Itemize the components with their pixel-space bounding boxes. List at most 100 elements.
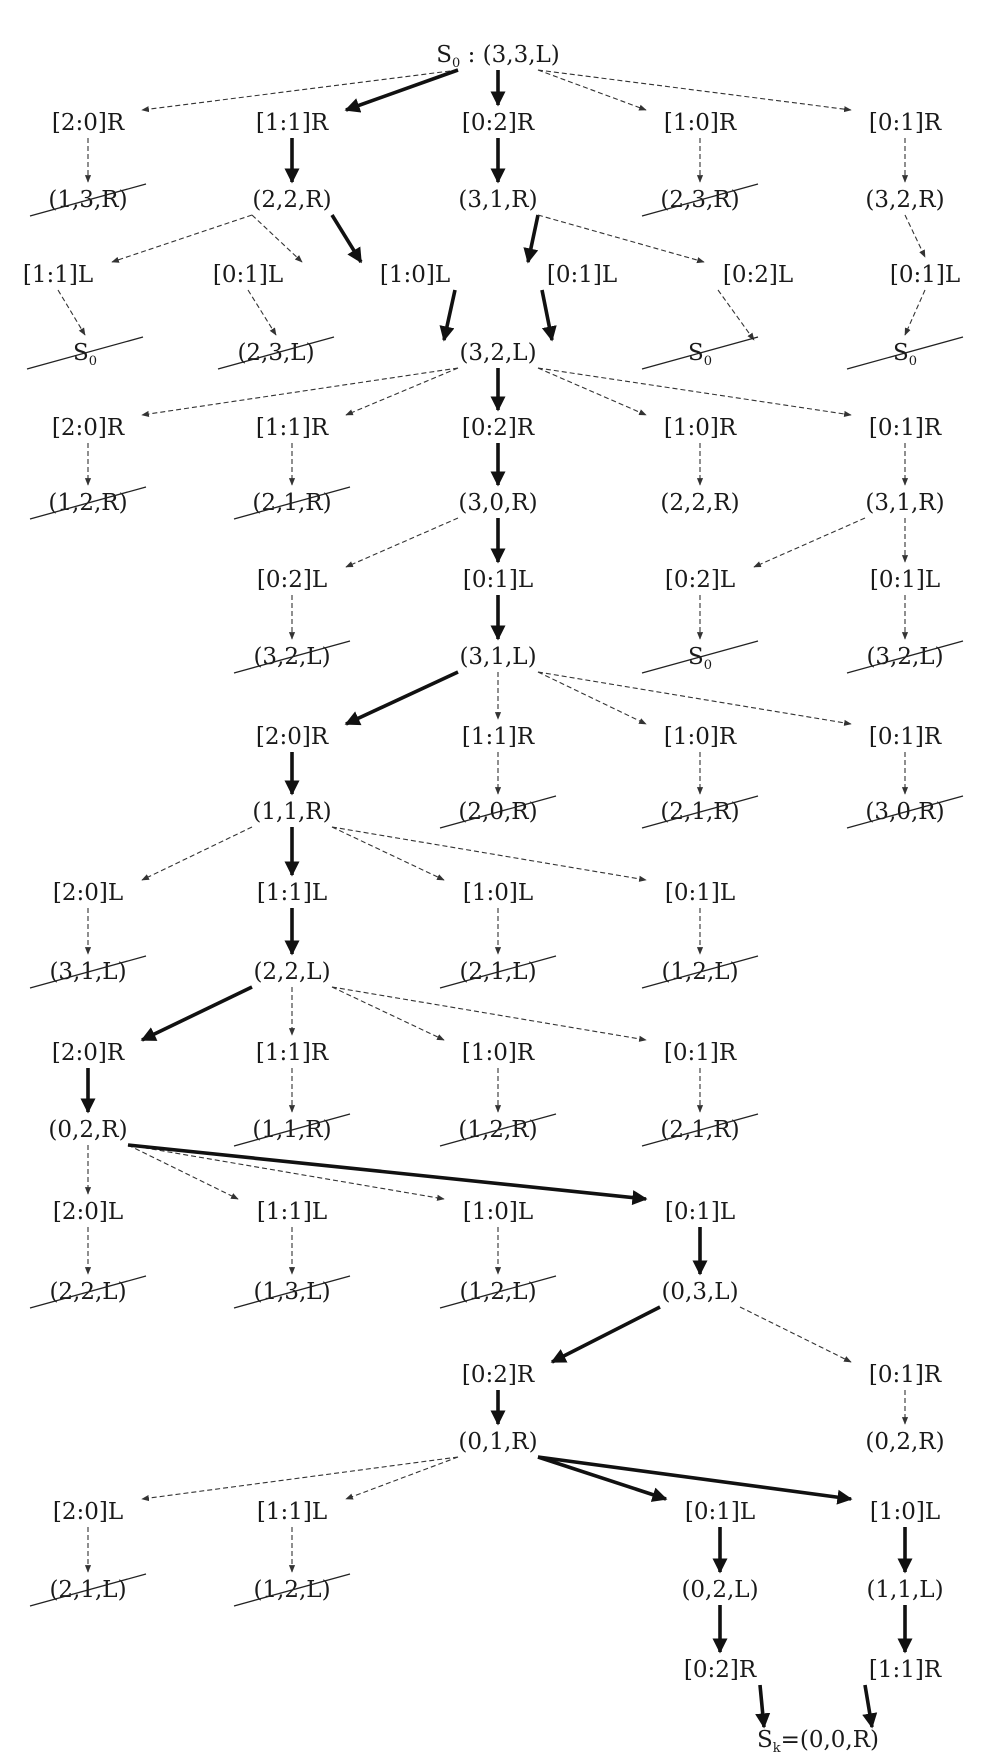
state-label: (3,2,L) xyxy=(459,340,536,366)
state-label: (0,2,R) xyxy=(48,1117,127,1143)
node-l3: (2,1,L) xyxy=(439,955,557,989)
move-label: [1:0]R xyxy=(462,1040,535,1066)
move-label: [0:1]R xyxy=(664,1040,737,1066)
node-f3: (3,0,R) xyxy=(458,490,537,516)
node-r1: (0,1,R) xyxy=(458,1429,537,1455)
pruned-strike xyxy=(846,336,964,370)
node-e2: [1:1]R xyxy=(256,415,329,441)
node-n1: (0,2,R) xyxy=(48,1117,127,1143)
state-label: (3,0,R) xyxy=(458,490,537,516)
node-f5: (3,1,R) xyxy=(865,490,944,516)
move-label: [1:0]R xyxy=(664,724,737,750)
solution-edge xyxy=(537,1455,668,1502)
solution-edge xyxy=(755,1684,771,1729)
explored-edge xyxy=(111,214,253,263)
move-label: [0:1]R xyxy=(869,724,942,750)
node-m2: [1:1]R xyxy=(256,1040,329,1066)
move-label: [1:1]R xyxy=(869,1657,942,1683)
node-g1: [0:2]L xyxy=(257,567,327,593)
node-l2: (2,2,L) xyxy=(253,959,330,985)
node-e4: [1:0]R xyxy=(664,415,737,441)
explored-edge xyxy=(251,214,303,263)
move-label: [1:0]L xyxy=(463,880,533,906)
explored-edge xyxy=(141,1456,459,1502)
move-label: [0:2]R xyxy=(684,1657,757,1683)
node-l4: (1,2,L) xyxy=(641,955,759,989)
move-label: [0:2]R xyxy=(462,415,535,441)
move-label: [0:1]L xyxy=(665,880,735,906)
node-k1: [2:0]L xyxy=(53,880,123,906)
move-label: [0:1]L xyxy=(665,1199,735,1225)
node-p4: (0,3,L) xyxy=(661,1279,738,1305)
node-r2: (0,2,R) xyxy=(865,1429,944,1455)
node-q2: [0:1]R xyxy=(869,1362,942,1388)
pruned-strike xyxy=(29,1275,147,1309)
pruned-strike xyxy=(439,1275,557,1309)
pruned-strike xyxy=(29,486,147,520)
explored-edge xyxy=(537,69,852,113)
move-label: [0:2]R xyxy=(462,110,535,136)
node-e3: [0:2]R xyxy=(462,415,535,441)
move-label: [2:0]R xyxy=(52,110,125,136)
move-label: [1:0]L xyxy=(463,1199,533,1225)
node-t4: (1,1,L) xyxy=(866,1577,943,1603)
pruned-strike xyxy=(439,795,557,829)
node-o1: [2:0]L xyxy=(53,1199,123,1225)
state-label: (3,1,R) xyxy=(458,187,537,213)
move-label: [2:0]R xyxy=(256,724,329,750)
explored-edge xyxy=(247,289,277,336)
explored-edge xyxy=(537,367,647,416)
pruned-strike xyxy=(233,640,351,674)
state-label: S0 xyxy=(688,340,712,369)
node-o2: [1:1]L xyxy=(257,1199,327,1225)
solution-edge xyxy=(439,289,457,342)
pruned-strike xyxy=(439,955,557,989)
node-t3: (0,2,L) xyxy=(681,1577,758,1603)
node-j1: (1,1,R) xyxy=(252,799,331,825)
move-label: [1:0]R xyxy=(664,110,737,136)
solution-edge xyxy=(344,68,459,113)
node-u2: [1:1]R xyxy=(869,1657,942,1683)
node-b4: (2,3,R) xyxy=(641,183,759,217)
state-label: (2,2,R) xyxy=(252,187,331,213)
node-c3: [1:0]L xyxy=(380,262,450,288)
explored-edge xyxy=(904,214,926,258)
move-label: [0:1]L xyxy=(890,262,960,288)
explored-edge xyxy=(345,367,459,416)
move-label: [1:1]L xyxy=(257,880,327,906)
explored-edge xyxy=(141,367,459,418)
node-c1: [1:1]L xyxy=(23,262,93,288)
node-m1: [2:0]R xyxy=(52,1040,125,1066)
move-label: [1:1]R xyxy=(462,724,535,750)
solution-edge xyxy=(127,1143,648,1206)
node-q1: [0:2]R xyxy=(462,1362,535,1388)
node-d1: S0 xyxy=(26,336,144,370)
node-b5: (3,2,R) xyxy=(865,187,944,213)
node-b2: (2,2,R) xyxy=(252,187,331,213)
pruned-strike xyxy=(233,1573,351,1607)
pruned-strike xyxy=(846,640,964,674)
state-label: S0 xyxy=(688,644,712,673)
state-label: (3,1,R) xyxy=(865,490,944,516)
explored-edge xyxy=(57,289,86,336)
state-label: (0,3,L) xyxy=(661,1279,738,1305)
solution-edge xyxy=(330,214,363,264)
solution-edge xyxy=(523,214,540,264)
solution-edge xyxy=(862,1684,878,1729)
node-g4: [0:1]L xyxy=(870,567,940,593)
explored-edge xyxy=(141,69,459,113)
pruned-strike xyxy=(641,336,759,370)
move-label: [2:0]R xyxy=(52,415,125,441)
node-goal: Sk=(0,0,R) xyxy=(757,1727,879,1756)
node-c2: [0:1]L xyxy=(213,262,283,288)
explored-edge xyxy=(537,367,852,418)
pruned-strike xyxy=(641,795,759,829)
move-label: [2:0]L xyxy=(53,1499,123,1525)
explored-edge xyxy=(537,69,647,111)
node-c6: [0:1]L xyxy=(890,262,960,288)
move-label: [0:2]L xyxy=(665,567,735,593)
pruned-strike xyxy=(26,336,144,370)
node-c4: [0:1]L xyxy=(547,262,617,288)
